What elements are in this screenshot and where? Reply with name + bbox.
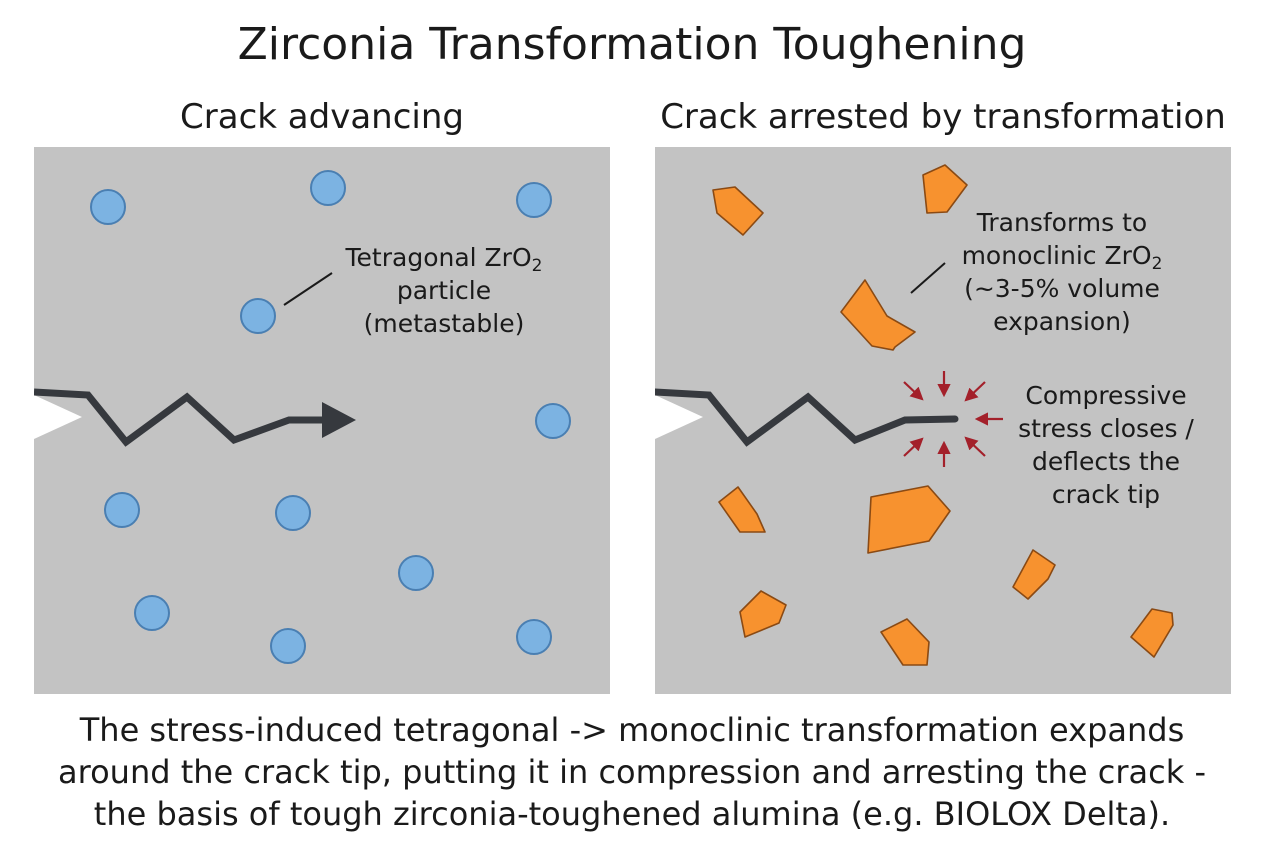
tetragonal-particle-label: Tetragonal ZrO2 particle (metastable) <box>345 243 543 338</box>
crack-opening <box>655 395 703 439</box>
compressive-stress-label: Compressive stress closes / deflects the… <box>1018 381 1194 509</box>
monoclinic-particle <box>922 164 968 214</box>
right-panel-title: Crack arrested by transformation <box>660 97 1226 137</box>
caption-line-2: around the crack tip, putting it in comp… <box>58 753 1206 791</box>
monoclinic-transformation-label: Transforms to monoclinic ZrO2 (~3-5% vol… <box>961 208 1163 336</box>
tetragonal-particle <box>134 595 170 631</box>
compressive-stress-arrows <box>903 371 1003 467</box>
tetragonal-particle <box>516 182 552 218</box>
monoclinic-particle <box>867 485 951 554</box>
monoclinic-particle <box>712 186 764 236</box>
tetragonal-particle <box>275 495 311 531</box>
monoclinic-particle <box>739 590 787 638</box>
caption-line-3: the basis of tough zirconia-toughened al… <box>93 795 1171 833</box>
crack-line <box>655 388 959 447</box>
tetragonal-particle <box>398 555 434 591</box>
diagram-title: Zirconia Transformation Toughening <box>237 19 1027 70</box>
caption: The stress-induced tetragonal -> monocli… <box>0 709 1264 835</box>
tetragonal-particle <box>240 298 276 334</box>
label-leader-line <box>283 272 333 306</box>
stress-arrow <box>964 381 986 402</box>
tetragonal-particle <box>90 189 126 225</box>
monoclinic-particle <box>880 618 930 666</box>
caption-line-1: The stress-induced tetragonal -> monocli… <box>79 711 1185 749</box>
monoclinic-particles <box>712 164 1174 666</box>
left-panel-title: Crack advancing <box>180 97 464 137</box>
left-panel-illustration <box>34 170 571 664</box>
tetragonal-particles <box>90 170 571 664</box>
stress-arrow <box>964 436 986 457</box>
crack-opening <box>34 395 82 439</box>
tetragonal-particle <box>310 170 346 206</box>
tetragonal-particle <box>516 619 552 655</box>
right-panel-illustration <box>655 164 1174 666</box>
right-panel-crack-arrested: Transforms to monoclinic ZrO2 (~3-5% vol… <box>655 147 1231 694</box>
left-panel-crack-advancing: Tetragonal ZrO2 particle (metastable) <box>34 147 610 694</box>
monoclinic-particle <box>1130 608 1174 658</box>
label-leader-line <box>910 262 946 294</box>
crack-arrow-head <box>322 402 356 438</box>
tetragonal-particle <box>270 628 306 664</box>
monoclinic-particle <box>840 279 916 351</box>
monoclinic-particle <box>1012 549 1056 600</box>
crack-line <box>34 388 324 447</box>
monoclinic-particle <box>718 486 766 533</box>
tetragonal-particle <box>104 492 140 528</box>
tetragonal-particle <box>535 403 571 439</box>
stress-arrow <box>903 437 924 457</box>
stress-arrow <box>903 381 924 401</box>
